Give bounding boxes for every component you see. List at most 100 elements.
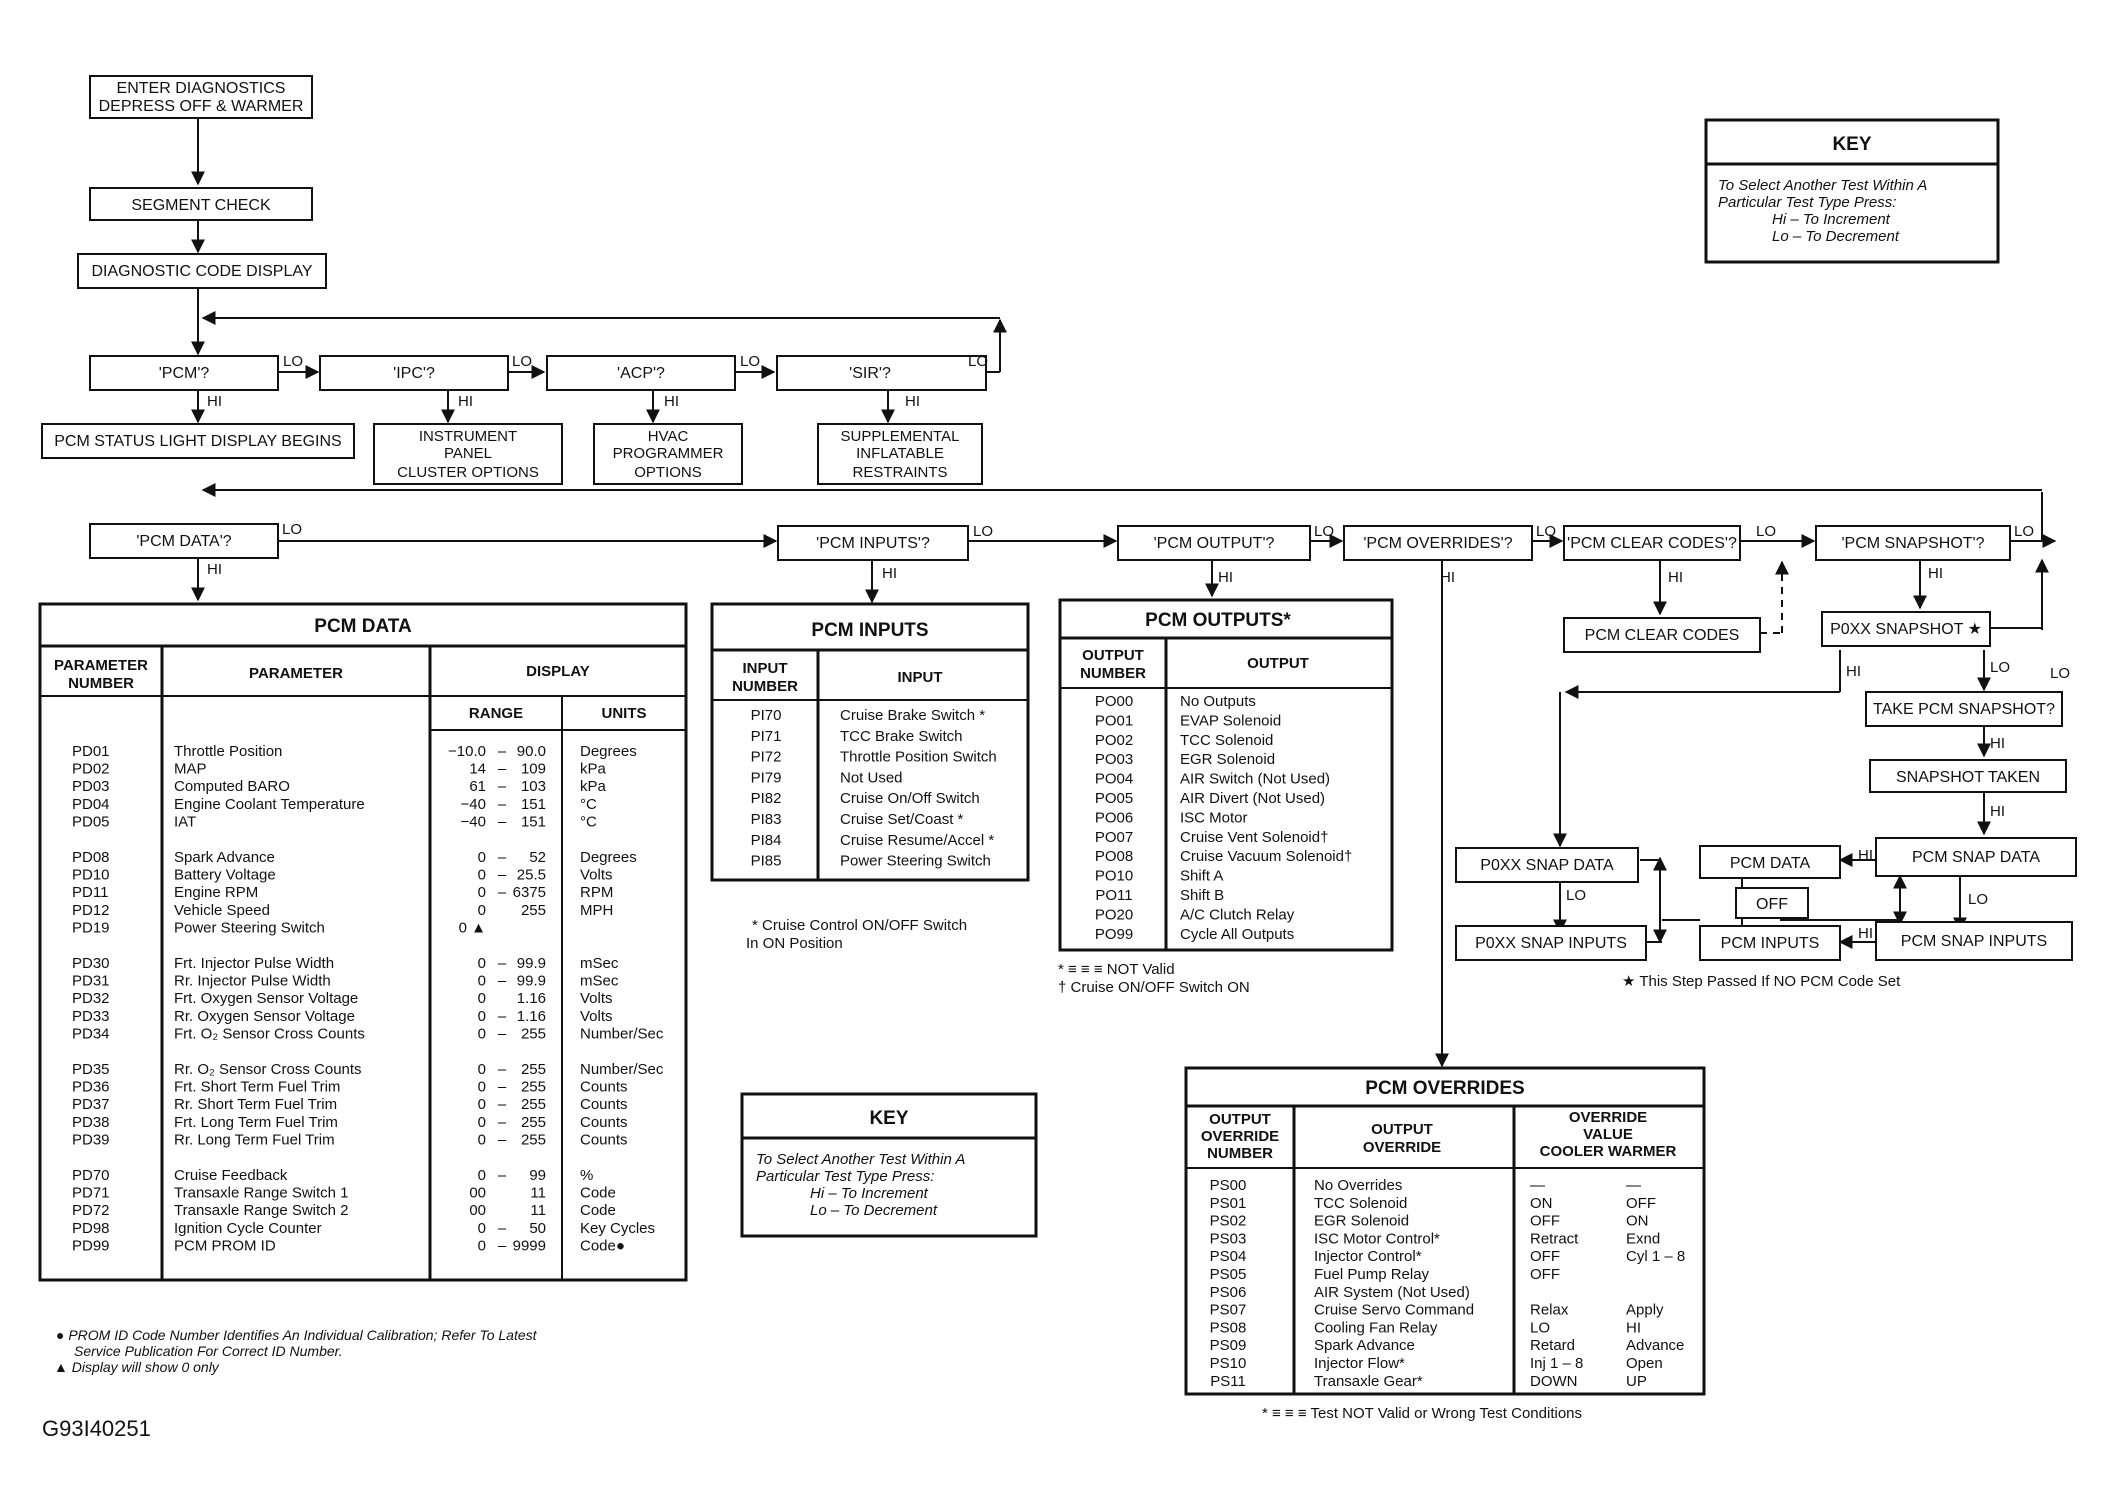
param-number: PD31 — [72, 973, 110, 990]
output-number: PO02 — [1095, 732, 1133, 749]
svg-text:'PCM DATA'?: 'PCM DATA'? — [136, 533, 231, 550]
input-name: Cruise On/Off Switch — [840, 790, 980, 807]
param-number: PD30 — [72, 955, 110, 972]
override-name: Cruise Servo Command — [1314, 1302, 1474, 1319]
range-low: 0 — [478, 1131, 486, 1148]
flow-segment-check: SEGMENT CHECK — [89, 187, 313, 221]
units-value: kPa — [580, 778, 607, 795]
svg-text:DEPRESS OFF & WARMER: DEPRESS OFF & WARMER — [99, 98, 304, 115]
override-cooler: OFF — [1530, 1213, 1560, 1230]
param-number: PD03 — [72, 778, 110, 795]
svg-text:NUMBER: NUMBER — [732, 678, 798, 695]
svg-text:NUMBER: NUMBER — [68, 675, 134, 692]
svg-text:OUTPUT: OUTPUT — [1209, 1111, 1271, 1128]
range-low: 00 — [469, 1202, 486, 1219]
svg-text:'PCM CLEAR CODES'?: 'PCM CLEAR CODES'? — [1567, 535, 1737, 552]
flow-pcm-status: PCM STATUS LIGHT DISPLAY BEGINS — [41, 423, 355, 459]
svg-text:* ≡ ≡ ≡ NOT Valid: * ≡ ≡ ≡ NOT Valid — [1058, 961, 1175, 978]
param-name: Spark Advance — [174, 849, 275, 866]
output-name: No Outputs — [1180, 693, 1256, 710]
input-number: PI85 — [751, 853, 782, 870]
override-name: TCC Solenoid — [1314, 1195, 1407, 1212]
param-name: MAP — [174, 761, 207, 778]
units-value: Counts — [580, 1114, 628, 1131]
pcm-overrides-note: * ≡ ≡ ≡ Test NOT Valid or Wrong Test Con… — [1262, 1405, 1582, 1422]
svg-text:'PCM OUTPUT'?: 'PCM OUTPUT'? — [1154, 535, 1275, 552]
svg-text:P0XX SNAPSHOT ★: P0XX SNAPSHOT ★ — [1830, 621, 1982, 638]
flow-q-sir: 'SIR'? — [776, 355, 987, 391]
units-value: mSec — [580, 973, 619, 990]
override-number: PS02 — [1210, 1213, 1247, 1230]
range-high: 52 — [529, 849, 546, 866]
svg-text:PCM STATUS LIGHT DISPLAY BEGIN: PCM STATUS LIGHT DISPLAY BEGINS — [54, 433, 341, 450]
svg-text:UNITS: UNITS — [602, 705, 647, 722]
output-number: PO07 — [1095, 829, 1133, 846]
svg-text:'IPC'?: 'IPC'? — [393, 365, 435, 382]
svg-text:HI: HI — [1218, 569, 1233, 586]
range-high: 9999 — [513, 1237, 546, 1254]
svg-text:OVERRIDE: OVERRIDE — [1569, 1109, 1647, 1126]
range-low: 0 — [478, 1220, 486, 1237]
svg-text:PCM SNAP DATA: PCM SNAP DATA — [1912, 849, 2040, 866]
override-number: PS01 — [1210, 1195, 1247, 1212]
svg-text:HI: HI — [664, 393, 679, 410]
range-dash: – — [498, 884, 507, 901]
svg-text:LO: LO — [1968, 891, 1988, 908]
svg-text:OPTIONS: OPTIONS — [634, 464, 702, 481]
range-low: 0 — [478, 867, 486, 884]
range-high: 99 — [529, 1167, 546, 1184]
param-number: PD99 — [72, 1237, 110, 1254]
param-name: Rr. Short Term Fuel Trim — [174, 1096, 337, 1113]
svg-text:SNAPSHOT TAKEN: SNAPSHOT TAKEN — [1896, 769, 2040, 786]
range-high: 255 — [521, 1114, 546, 1131]
svg-text:KEY: KEY — [1832, 134, 1871, 155]
svg-text:RANGE: RANGE — [469, 705, 523, 722]
svg-text:Lo – To Decrement: Lo – To Decrement — [810, 1202, 938, 1219]
svg-text:Hi – To Increment: Hi – To Increment — [1772, 211, 1891, 228]
range-high: 1.16 — [517, 1008, 546, 1025]
input-name: Cruise Resume/Accel * — [840, 832, 994, 849]
svg-text:▲ Display will show 0 only: ▲ Display will show 0 only — [54, 1359, 220, 1375]
param-name: Power Steering Switch — [174, 919, 325, 936]
range-high: 255 — [521, 1025, 546, 1042]
svg-text:SEGMENT CHECK: SEGMENT CHECK — [131, 197, 271, 214]
range-high: 25.5 — [517, 867, 546, 884]
range-dash: – — [498, 743, 507, 760]
pcm-outputs-title: PCM OUTPUTS* — [1145, 610, 1291, 631]
svg-text:OUTPUT: OUTPUT — [1247, 655, 1309, 672]
range-dash: – — [498, 1079, 507, 1096]
svg-text:LO: LO — [1990, 659, 2010, 676]
param-name: Throttle Position — [174, 743, 282, 760]
flow-q-acp: 'ACP'? — [546, 355, 736, 391]
override-number: PS07 — [1210, 1302, 1247, 1319]
svg-text:OUTPUT: OUTPUT — [1082, 647, 1144, 664]
override-number: PS09 — [1210, 1337, 1247, 1354]
flow-pcm-data-box: PCM DATA — [1699, 845, 1841, 879]
output-number: PO20 — [1095, 906, 1133, 923]
svg-text:Hi – To Increment: Hi – To Increment — [810, 1185, 929, 1202]
output-name: Shift B — [1180, 887, 1224, 904]
flow-q-pcm-snapshot: 'PCM SNAPSHOT'? — [1815, 525, 2011, 561]
range-low: 0 — [478, 1167, 486, 1184]
svg-text:PCM INPUTS: PCM INPUTS — [1721, 935, 1820, 952]
svg-text:† Cruise ON/OFF Switch ON: † Cruise ON/OFF Switch ON — [1058, 979, 1250, 996]
range-low: 0 — [478, 849, 486, 866]
override-warmer: HI — [1626, 1319, 1641, 1336]
override-name: Fuel Pump Relay — [1314, 1266, 1430, 1283]
override-cooler: Retract — [1530, 1230, 1579, 1247]
output-number: PO00 — [1095, 693, 1133, 710]
output-name: Shift A — [1180, 868, 1223, 885]
output-name: EVAP Solenoid — [1180, 712, 1281, 729]
input-name: Cruise Brake Switch * — [840, 707, 985, 724]
svg-text:ENTER DIAGNOSTICS: ENTER DIAGNOSTICS — [117, 80, 286, 97]
param-name: Rr. Long Term Fuel Trim — [174, 1131, 335, 1148]
range-dash: – — [498, 1061, 507, 1078]
param-number: PD37 — [72, 1096, 110, 1113]
units-value: kPa — [580, 761, 607, 778]
pcm-overrides-title: PCM OVERRIDES — [1365, 1078, 1524, 1099]
override-cooler: Inj 1 – 8 — [1530, 1355, 1583, 1372]
override-warmer: Exnd — [1626, 1230, 1660, 1247]
range-high: 90.0 — [517, 743, 546, 760]
svg-text:CLUSTER OPTIONS: CLUSTER OPTIONS — [397, 464, 539, 481]
range-low: 0 — [478, 1025, 486, 1042]
